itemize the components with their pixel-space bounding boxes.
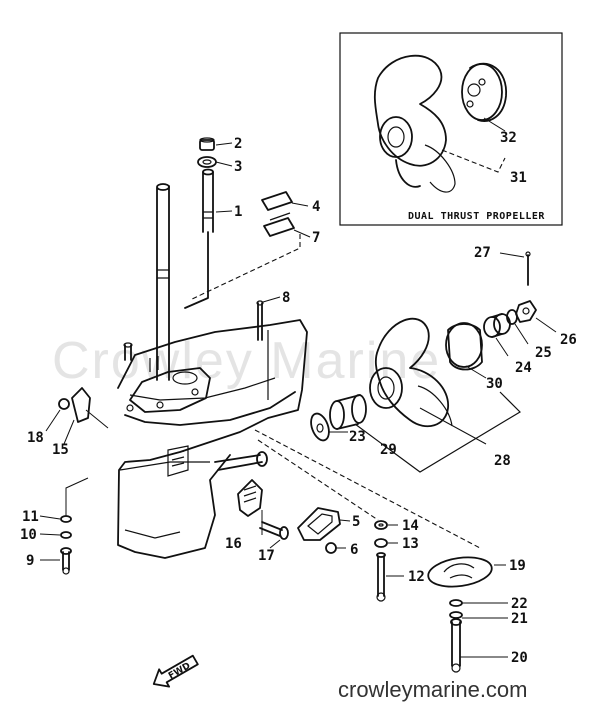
callout-15: 15: [52, 442, 69, 458]
leader-27: [499, 252, 525, 258]
leader-24: [495, 337, 509, 357]
nut-13: [374, 538, 388, 548]
callout-7: 7: [312, 230, 320, 246]
leader-3: [215, 161, 233, 167]
callout-5: 5: [352, 514, 360, 530]
dashed-guide-14: [257, 439, 379, 521]
water-pump-top: [126, 356, 211, 413]
vent-plug: [123, 342, 133, 361]
callout-22: 22: [511, 596, 528, 612]
callout-6: 6: [350, 542, 358, 558]
drain-screw-9: [60, 547, 72, 575]
callout-28: 28: [494, 453, 511, 469]
callout-20: 20: [511, 650, 528, 666]
callout-16: 16: [225, 536, 242, 552]
bracket-29-28: [354, 391, 521, 473]
bolt-20: [450, 618, 462, 673]
leader-10: [39, 533, 61, 536]
water-inlet-16: [237, 479, 263, 517]
washer-21: [449, 611, 463, 619]
callout-19: 19: [509, 558, 526, 574]
inset-dual-thrust: 32 31 DUAL THRUST PROPELLER: [339, 32, 563, 226]
fwd-arrow: FWD: [152, 654, 199, 688]
washer-24: [483, 313, 511, 338]
callout-26: 26: [560, 332, 577, 348]
callout-17: 17: [258, 548, 275, 564]
bolt-17: [259, 521, 289, 540]
screw-6: [325, 542, 337, 554]
seal-3: [197, 156, 217, 168]
leader-17: [269, 539, 281, 549]
bushing-2: [199, 137, 215, 151]
leader-7: [293, 229, 311, 238]
leader-1: [215, 210, 233, 213]
lower-unit-housing: [117, 319, 308, 559]
dashed-guide-19: [254, 429, 481, 549]
spacer-23: [310, 412, 330, 442]
callout-14: 14: [402, 518, 419, 534]
gasket-11: [60, 477, 89, 523]
callout-9: 9: [26, 553, 34, 569]
callout-29: 29: [380, 442, 397, 458]
pin-8: [256, 300, 264, 341]
cover-5: [297, 507, 341, 541]
leader-8: [262, 296, 281, 303]
footer-url: crowleymarine.com: [338, 677, 528, 702]
shift-rod: [184, 168, 214, 309]
callout-2: 2: [234, 136, 242, 152]
callout-27: 27: [474, 245, 491, 261]
pad-7: [263, 212, 295, 237]
bolt-12: [376, 552, 386, 602]
plug-18: [58, 398, 70, 410]
leader-28: [419, 407, 487, 445]
callout-3: 3: [234, 159, 242, 175]
callout-30: 30: [486, 376, 503, 392]
callout-10: 10: [20, 527, 37, 543]
inset-frame: [339, 32, 563, 226]
trim-tab-19: [427, 556, 493, 588]
callout-4: 4: [312, 199, 320, 215]
washer-22: [449, 599, 463, 607]
pad-dashed-guide: [189, 234, 301, 301]
bracket-15: [71, 387, 109, 429]
leader-4: [291, 202, 309, 207]
washer-14: [374, 520, 388, 530]
leader-25: [514, 323, 529, 345]
watermark-text: Crowley Marine: [52, 332, 441, 390]
callout-18: 18: [27, 430, 44, 446]
cotter-pin-27: [525, 251, 531, 286]
leader-15: [63, 419, 75, 445]
leader-5: [339, 519, 351, 522]
callout-25: 25: [535, 345, 552, 361]
inset-propeller: [373, 54, 456, 193]
callout-13: 13: [402, 536, 419, 552]
callout-1: 1: [234, 204, 242, 220]
inset-title: DUAL THRUST PROPELLER: [408, 211, 545, 222]
callout-11: 11: [22, 509, 39, 525]
inset-thrust-hub: [461, 62, 507, 122]
callout-31: 31: [510, 170, 527, 186]
spacer-30: [445, 322, 483, 371]
gasket-10: [60, 531, 72, 539]
callout-12: 12: [408, 569, 425, 585]
callout-23: 23: [349, 429, 366, 445]
callout-8: 8: [282, 290, 290, 306]
nut-26: [515, 300, 537, 323]
pad-4: [261, 191, 293, 211]
leader-30: [465, 365, 487, 379]
leader-26: [535, 317, 557, 333]
leader-2: [215, 142, 233, 146]
leader-18: [45, 409, 61, 432]
leader-11: [39, 515, 61, 520]
callout-24: 24: [515, 360, 532, 376]
callout-32: 32: [500, 130, 517, 146]
thrust-washer-29: [329, 394, 367, 430]
propeller-28: [369, 317, 453, 428]
callout-21: 21: [511, 611, 528, 627]
